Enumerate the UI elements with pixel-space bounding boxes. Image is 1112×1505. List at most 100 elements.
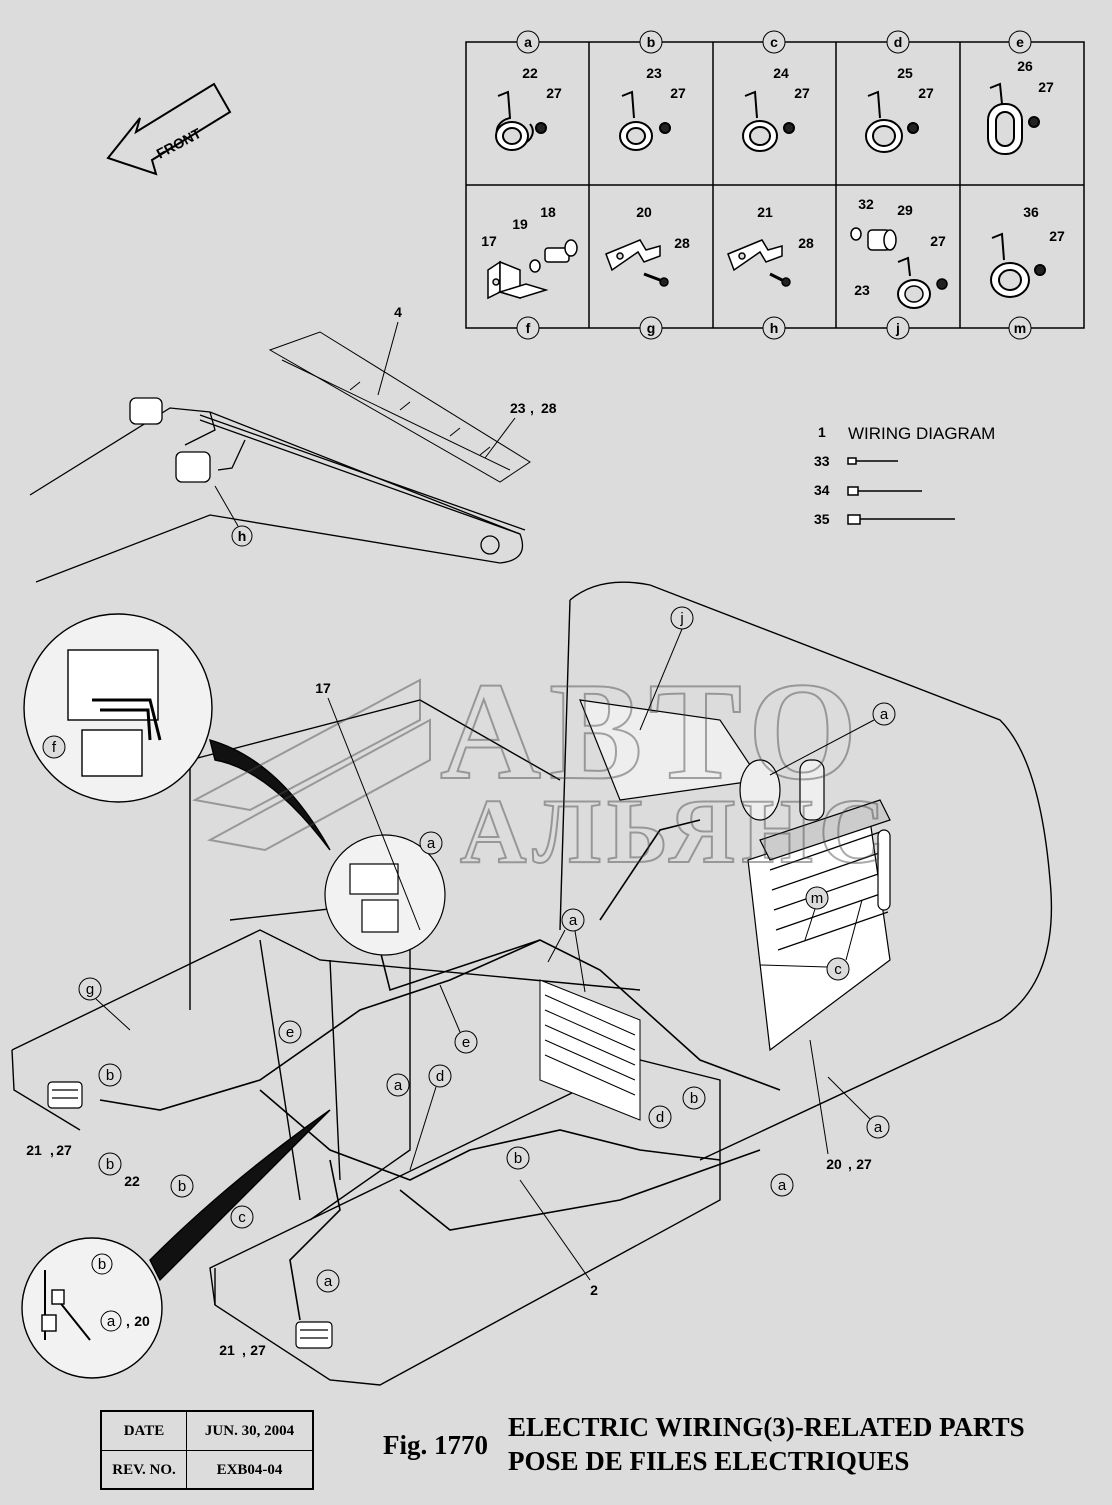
svg-text:19: 19 [512, 216, 528, 232]
svg-text:27: 27 [918, 85, 934, 101]
svg-text:m: m [1014, 320, 1026, 336]
svg-text:32: 32 [858, 196, 874, 212]
svg-text:27: 27 [250, 1342, 266, 1358]
date-value: JUN. 30, 2004 [204, 1422, 295, 1439]
svg-text:27: 27 [794, 85, 810, 101]
svg-text:28: 28 [798, 235, 814, 251]
svg-text:27: 27 [856, 1156, 872, 1172]
svg-text:b: b [514, 1150, 522, 1167]
svg-text:g: g [647, 320, 656, 336]
svg-text:35: 35 [814, 511, 830, 527]
svg-text:m: m [811, 890, 824, 907]
svg-text:23: 23 [854, 282, 870, 298]
date-label: DATE [102, 1412, 187, 1450]
svg-text:a: a [874, 1119, 883, 1136]
svg-text:27: 27 [670, 85, 686, 101]
svg-text:20: 20 [826, 1156, 842, 1172]
boom-labels: 4 23 , 28 h [214, 304, 557, 547]
callout-letters-top: a b c d e [516, 30, 1032, 54]
svg-text:a: a [324, 1273, 333, 1290]
svg-text:2: 2 [590, 1282, 598, 1298]
svg-text:d: d [656, 1109, 664, 1126]
svg-text:23: 23 [646, 65, 662, 81]
svg-text:18: 18 [540, 204, 556, 220]
front-arrow: FRONT [106, 82, 232, 176]
svg-text:28: 28 [541, 400, 557, 416]
svg-text:a: a [524, 34, 532, 50]
svg-text:c: c [238, 1209, 246, 1226]
harness-4-detail [268, 331, 531, 483]
svg-text:21: 21 [219, 1342, 235, 1358]
top-row-labels: 22 27 23 27 24 27 25 27 26 27 [522, 58, 1054, 101]
svg-text:d: d [436, 1068, 444, 1085]
date-row: DATE JUN. 30, 2004 [102, 1412, 312, 1451]
svg-text:34: 34 [814, 482, 830, 498]
svg-text:22: 22 [522, 65, 538, 81]
svg-text:j: j [895, 320, 900, 336]
svg-text:,: , [848, 1156, 852, 1172]
svg-text:a: a [778, 1177, 787, 1194]
detail-circle-b [21, 1109, 331, 1379]
watermark: АВТО АЛЬЯНС [191, 653, 891, 883]
svg-text:27: 27 [56, 1142, 72, 1158]
svg-text:20: 20 [134, 1313, 150, 1329]
detail-circle-a [324, 834, 446, 956]
svg-text:АЛЬЯНС: АЛЬЯНС [460, 780, 891, 882]
clamp-j [850, 227, 948, 309]
svg-text:b: b [106, 1156, 114, 1173]
svg-text:e: e [1016, 34, 1024, 50]
svg-text:25: 25 [897, 65, 913, 81]
svg-text:22: 22 [124, 1173, 140, 1189]
svg-text:27: 27 [1038, 79, 1054, 95]
svg-text:c: c [834, 961, 842, 978]
svg-text:26: 26 [1017, 58, 1033, 74]
clamp-d [865, 90, 919, 153]
svg-text:20: 20 [636, 204, 652, 220]
cable-ties [847, 457, 955, 525]
svg-text:36: 36 [1023, 204, 1039, 220]
bottom-row-labels: 17 19 18 20 28 21 28 32 29 27 23 36 27 [481, 196, 1065, 298]
svg-text:17: 17 [481, 233, 497, 249]
detail-circle-f [23, 613, 331, 851]
svg-text:24: 24 [773, 65, 789, 81]
svg-text:21: 21 [26, 1142, 42, 1158]
svg-text:f: f [526, 320, 531, 336]
callout-letters-bottom: f g h j m [516, 316, 1032, 340]
svg-text:33: 33 [814, 453, 830, 469]
svg-text:WIRING DIAGRAM: WIRING DIAGRAM [848, 424, 995, 443]
revision-table: DATE JUN. 30, 2004 REV. NO. EXB04-04 [100, 1410, 314, 1490]
legend: 1 WIRING DIAGRAM 33 34 35 [814, 424, 995, 527]
clamp-m [990, 232, 1046, 298]
svg-text:АВТО: АВТО [440, 654, 865, 809]
plate-g [605, 239, 669, 287]
svg-text:h: h [238, 528, 247, 544]
svg-text:a: a [394, 1077, 403, 1094]
svg-text:28: 28 [674, 235, 690, 251]
boom-drawing [29, 397, 526, 583]
svg-text:27: 27 [930, 233, 946, 249]
svg-text:j: j [679, 610, 683, 627]
svg-text:a: a [107, 1313, 116, 1330]
title-english: ELECTRIC WIRING(3)-RELATED PARTS [508, 1412, 1025, 1442]
engine-block [579, 699, 825, 821]
svg-text:b: b [647, 34, 656, 50]
title-french: POSE DE FILES ELECTRIQUES [508, 1446, 910, 1476]
clamp-b [619, 90, 671, 151]
svg-text:23: 23 [510, 400, 526, 416]
clamp-a [495, 90, 547, 151]
svg-text:e: e [286, 1024, 294, 1041]
svg-text:b: b [178, 1178, 186, 1195]
figure-number: Fig. 1770 [383, 1430, 488, 1460]
rev-value: EXB04-04 [216, 1461, 283, 1478]
main-harness [99, 819, 781, 1321]
svg-text:b: b [98, 1256, 106, 1273]
svg-text:17: 17 [315, 680, 331, 696]
svg-text:1: 1 [818, 424, 826, 440]
figure-title: ELECTRIC WIRING(3)-RELATED PARTS POSE DE… [508, 1410, 1025, 1478]
svg-text:c: c [770, 34, 778, 50]
svg-text:b: b [106, 1067, 114, 1084]
svg-text:4: 4 [394, 304, 402, 320]
svg-text:,: , [50, 1142, 54, 1158]
bracket-f [487, 239, 578, 300]
